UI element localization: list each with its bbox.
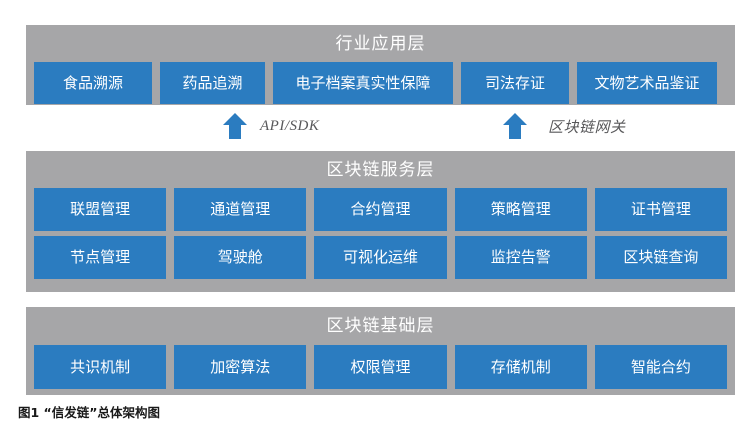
- box-encryption-algorithm[interactable]: 加密算法: [174, 345, 307, 389]
- box-food-traceability[interactable]: 食品溯源: [34, 62, 152, 104]
- layer-title-blockchain-base: 区块链基础层: [326, 316, 435, 336]
- connector-band: API/SDK 区块链网关: [26, 105, 735, 151]
- box-row: 食品溯源 药品追溯 电子档案真实性保障 司法存证 文物艺术品鉴证: [26, 62, 735, 104]
- layer-title-industry-application: 行业应用层: [335, 34, 426, 54]
- box-visual-operations[interactable]: 可视化运维: [314, 236, 447, 279]
- connector-api-sdk: API/SDK: [222, 109, 319, 143]
- figure-caption: 图1 “信发链”总体架构图: [18, 405, 160, 420]
- arrow-up-icon: [502, 112, 528, 140]
- layer-title-blockchain-service: 区块链服务层: [326, 160, 435, 180]
- connector-blockchain-gateway: 区块链网关: [502, 109, 626, 143]
- box-cultural-artwork-appraisal[interactable]: 文物艺术品鉴证: [577, 62, 717, 104]
- box-row: 节点管理 驾驶舱 可视化运维 监控告警 区块链查询: [26, 236, 735, 279]
- box-consensus-mechanism[interactable]: 共识机制: [34, 345, 167, 389]
- layer-panel-blockchain-base: 区块链基础层 共识机制 加密算法 权限管理 存储机制 智能合约: [26, 307, 735, 395]
- box-certificate-management[interactable]: 证书管理: [594, 188, 728, 231]
- box-cockpit[interactable]: 驾驶舱: [174, 236, 307, 279]
- box-storage-mechanism[interactable]: 存储机制: [454, 345, 587, 389]
- box-smart-contract[interactable]: 智能合约: [594, 345, 728, 389]
- box-row: 共识机制 加密算法 权限管理 存储机制 智能合约: [26, 345, 735, 389]
- connector-label-blockchain-gateway: 区块链网关: [548, 117, 626, 136]
- box-e-archive-authenticity[interactable]: 电子档案真实性保障: [273, 62, 453, 104]
- box-blockchain-query[interactable]: 区块链查询: [594, 236, 728, 279]
- box-policy-management[interactable]: 策略管理: [454, 188, 587, 231]
- layer-panel-industry-application: 行业应用层 食品溯源 药品追溯 电子档案真实性保障 司法存证 文物艺术品鉴证: [26, 25, 735, 105]
- box-node-management[interactable]: 节点管理: [34, 236, 167, 279]
- connector-label-api-sdk: API/SDK: [260, 117, 320, 134]
- box-contract-management[interactable]: 合约管理: [314, 188, 447, 231]
- box-drug-traceability[interactable]: 药品追溯: [160, 62, 265, 104]
- box-judicial-deposition[interactable]: 司法存证: [461, 62, 569, 104]
- layer-panel-blockchain-service: 区块链服务层 联盟管理 通道管理 合约管理 策略管理 证书管理 节点管理 驾驶舱…: [26, 151, 735, 292]
- box-monitoring-alarm[interactable]: 监控告警: [454, 236, 587, 279]
- box-row: 联盟管理 通道管理 合约管理 策略管理 证书管理: [26, 188, 735, 231]
- box-permission-management[interactable]: 权限管理: [314, 345, 447, 389]
- arrow-up-icon: [222, 112, 248, 140]
- box-channel-management[interactable]: 通道管理: [174, 188, 307, 231]
- box-alliance-management[interactable]: 联盟管理: [34, 188, 167, 231]
